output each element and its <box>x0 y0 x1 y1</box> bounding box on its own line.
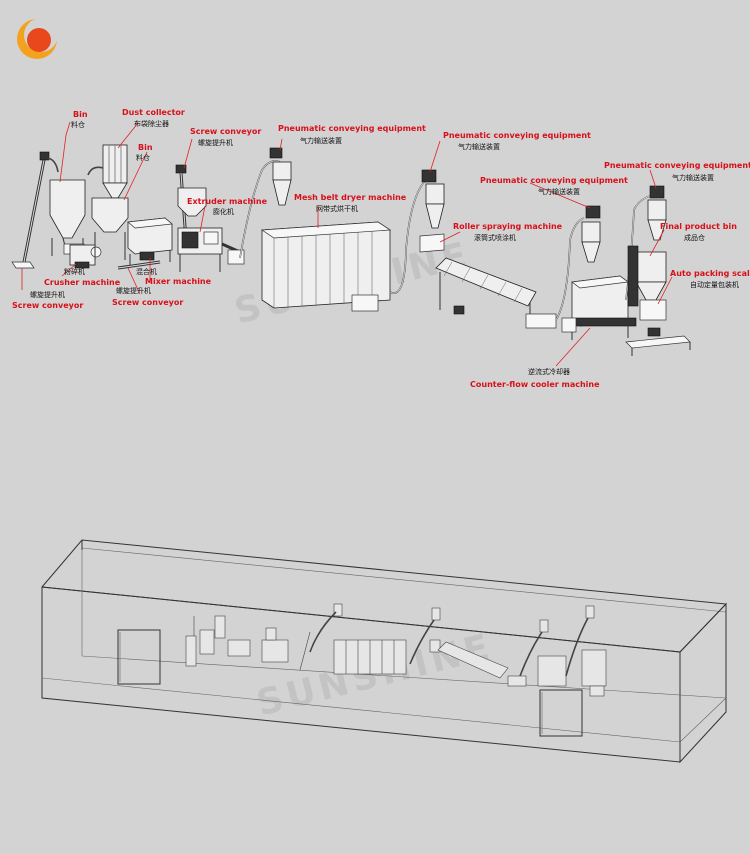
leader-bin-2 <box>123 151 148 201</box>
label-crusher-en: Crusher machine <box>44 278 121 287</box>
mesh-belt-dryer-machine <box>260 181 425 312</box>
leader-crusher <box>61 263 77 277</box>
sunshine-logo <box>17 18 58 59</box>
leader-screw-bottom <box>127 267 141 295</box>
leader-pneu-3 <box>529 182 591 209</box>
leader-bin-1 <box>59 121 71 183</box>
label-pneu-1-en: Pneumatic conveying equipment <box>278 124 426 133</box>
label-pneu-3-en: Pneumatic conveying equipment <box>480 176 628 185</box>
label-pneu-4-zh: 气力输送装置 <box>672 173 714 182</box>
label-cooler-zh: 逆流式冷却器 <box>528 367 570 376</box>
leader-final <box>649 229 665 257</box>
label-bin-1-zh: 料仓 <box>71 120 85 129</box>
factory-building <box>41 539 728 764</box>
building-equipment <box>185 603 607 697</box>
label-dust-zh: 布袋除尘器 <box>134 119 169 128</box>
label-mixer-zh: 混合机 <box>136 267 157 276</box>
door-right <box>539 689 583 737</box>
screw-conveyor-left-machine <box>11 151 59 269</box>
label-pneu-4-en: Pneumatic conveying equipment <box>604 161 750 170</box>
leader-pneu-4 <box>649 169 657 189</box>
label-screw-bottom-zh: 螺旋提升机 <box>116 286 151 295</box>
leader-pneu-2 <box>429 140 441 173</box>
label-final-zh: 成品仓 <box>684 233 705 242</box>
label-dust-en: Dust collector <box>122 108 185 117</box>
leader-screw-top <box>183 138 193 169</box>
leader-dust <box>117 122 139 149</box>
mixer-machine <box>127 217 173 265</box>
label-dryer-en: Mesh belt dryer machine <box>294 193 407 202</box>
label-roller-en: Roller spraying machine <box>453 222 563 231</box>
label-cooler-en: Counter-flow cooler machine <box>470 380 600 389</box>
door-left <box>117 629 161 685</box>
label-screw-bottom-en: Screw conveyor <box>112 298 183 307</box>
pneumatic-conveying-2-machine <box>419 169 445 253</box>
label-packing-zh: 自动定量包装机 <box>690 280 739 289</box>
label-bin-2-en: Bin <box>138 143 153 152</box>
screw-conveyor-bottom-machine <box>117 260 161 270</box>
label-final-en: Final product bin <box>660 222 737 231</box>
label-extruder-en: Extruder machine <box>187 197 268 206</box>
label-mixer-en: Mixer machine <box>145 277 212 286</box>
label-roller-zh: 滚筒式喷涂机 <box>474 233 516 242</box>
label-bin-2-zh: 料仓 <box>136 153 150 162</box>
pneumatic-conveying-3-machine <box>555 205 601 321</box>
label-pneu-3-zh: 气力输送装置 <box>538 187 580 196</box>
label-pneu-2-en: Pneumatic conveying equipment <box>443 131 591 140</box>
pneumatic-conveying-1-machine <box>239 147 292 259</box>
leader-cooler <box>555 327 591 367</box>
crusher-machine <box>69 244 102 269</box>
label-pneu-1-zh: 气力输送装置 <box>300 136 342 145</box>
production-line: Bin 料仓 Dust collector 布袋除尘器 Bin 料仓 Screw… <box>11 108 750 389</box>
leader-pneu-1 <box>279 138 283 151</box>
roller-spraying-machine <box>435 257 557 329</box>
dust-collector-machine <box>87 144 129 260</box>
label-extruder-zh: 膨化机 <box>213 207 234 216</box>
leader-roller <box>439 231 461 243</box>
extruder-machine <box>177 227 245 272</box>
label-bin-1-en: Bin <box>73 110 88 119</box>
label-dryer-zh: 网带式烘干机 <box>316 204 358 213</box>
label-packing-en: Auto packing scale <box>670 269 750 278</box>
counter-flow-cooler-machine <box>561 275 637 340</box>
label-screw-top-zh: 螺旋提升机 <box>198 138 233 147</box>
leader-packing <box>657 276 673 305</box>
label-pneu-2-zh: 气力输送装置 <box>458 142 500 151</box>
label-screw-left-en: Screw conveyor <box>12 301 83 310</box>
auto-packing-scale-machine <box>625 299 691 356</box>
label-crusher-zh: 粉碎机 <box>64 267 85 276</box>
leader-extruder <box>199 205 206 233</box>
label-screw-top-en: Screw conveyor <box>190 127 261 136</box>
label-screw-left-zh: 螺旋提升机 <box>30 290 65 299</box>
final-product-bin-machine <box>627 245 667 307</box>
